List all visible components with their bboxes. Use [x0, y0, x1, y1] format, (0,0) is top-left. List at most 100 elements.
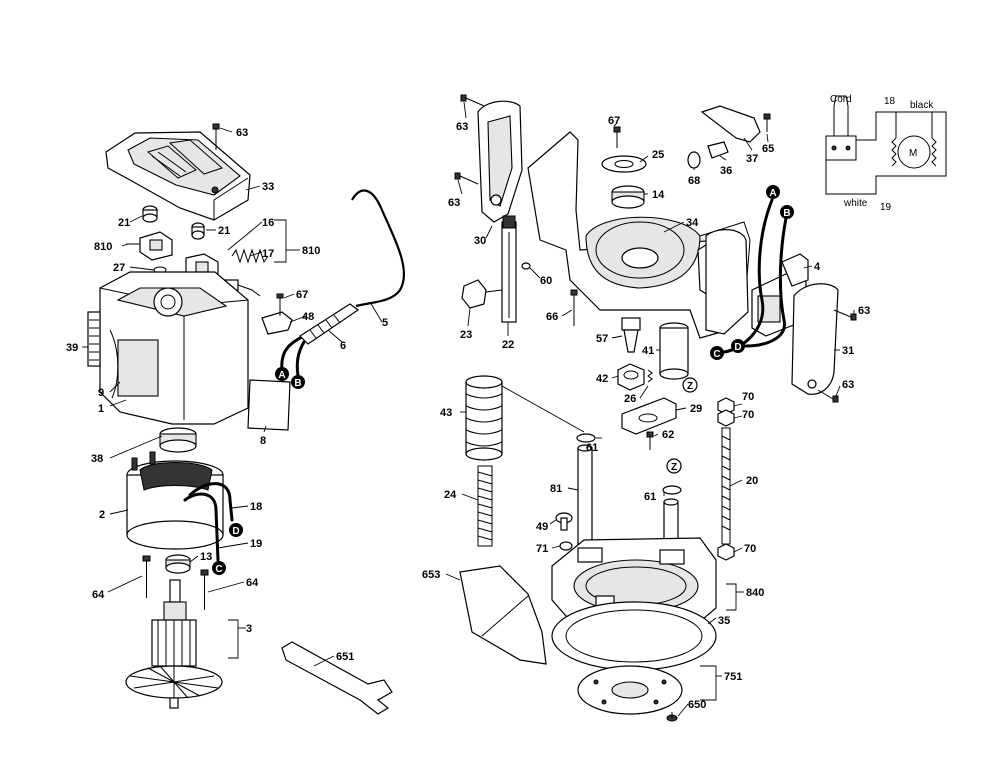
label-1: 1 — [98, 403, 104, 415]
label-63-cover-bottom: 63 — [842, 379, 854, 391]
marker-B-right: B — [780, 205, 794, 219]
label-43: 43 — [440, 407, 452, 419]
screw-64-left — [142, 555, 151, 598]
label-66: 66 — [546, 311, 558, 323]
marker-Z-upper: Z — [682, 377, 698, 393]
svg-text:A: A — [278, 370, 285, 381]
wiring-schematic — [825, 95, 947, 195]
wiring-motor-label: M — [909, 148, 917, 159]
armature-3 — [125, 579, 223, 709]
label-63-handle-top: 63 — [456, 121, 468, 133]
label-2: 2 — [99, 509, 105, 521]
screw-67-top — [613, 126, 621, 148]
collet-nut-42 — [617, 363, 645, 391]
marker-B-left: B — [291, 375, 305, 389]
sub-base-751 — [577, 665, 683, 715]
bearing-cover-25 — [601, 155, 647, 173]
power-cord-5 — [351, 189, 405, 308]
screw-63-cover-top — [833, 309, 857, 321]
label-70-middle: 70 — [742, 409, 754, 421]
brush-cap-21-side — [191, 222, 205, 240]
bearing-14 — [611, 185, 645, 209]
label-19: 19 — [250, 538, 262, 550]
svg-text:D: D — [232, 526, 239, 537]
bearing-38 — [159, 427, 197, 453]
label-651: 651 — [336, 651, 354, 663]
label-14: 14 — [652, 189, 665, 201]
marker-Z-lower: Z — [666, 458, 682, 474]
screw-650 — [666, 712, 678, 722]
spring-24 — [477, 465, 493, 547]
brush-holder-810-left — [126, 231, 173, 261]
label-27: 27 — [113, 262, 125, 274]
marker-A-right: A — [766, 185, 780, 199]
base-plate-35 — [551, 601, 717, 671]
threaded-rod-20 — [721, 427, 731, 545]
label-70-bottom: 70 — [744, 543, 756, 555]
label-653: 653 — [422, 569, 440, 581]
marker-D-switch: D — [731, 339, 745, 353]
nut-36 — [707, 141, 729, 159]
label-3: 3 — [246, 623, 252, 635]
label-48: 48 — [302, 311, 314, 323]
top-cover-part — [105, 131, 251, 221]
label-8: 8 — [260, 435, 266, 447]
label-34: 34 — [686, 217, 699, 229]
svg-text:B: B — [294, 378, 301, 389]
screw-63-handle-top — [460, 94, 485, 107]
label-36: 36 — [720, 165, 732, 177]
label-17: 17 — [262, 248, 274, 260]
sleeve-41 — [659, 322, 689, 380]
wiring-cord-label: Cord — [830, 94, 852, 105]
label-16: 16 — [262, 217, 274, 229]
latch-plate-29 — [621, 397, 677, 435]
handle-30 — [477, 100, 523, 223]
label-25: 25 — [652, 149, 664, 161]
marker-C-switch: C — [710, 346, 724, 360]
label-30: 30 — [474, 235, 486, 247]
svg-text:C: C — [713, 349, 720, 360]
label-38: 38 — [91, 453, 103, 465]
label-41: 41 — [642, 345, 654, 357]
screw-63-handle-bottom — [454, 172, 479, 185]
marker-C-stator: C — [212, 561, 226, 575]
label-63-handle-bottom: 63 — [448, 197, 460, 209]
label-24: 24 — [444, 489, 457, 501]
label-4: 4 — [814, 261, 821, 273]
label-61-right: 61 — [644, 491, 656, 503]
screw-63-top — [212, 123, 220, 150]
label-6: 6 — [340, 340, 346, 352]
label-64-right: 64 — [246, 577, 259, 589]
label-810-left: 810 — [94, 241, 112, 253]
label-26: 26 — [624, 393, 636, 405]
marker-D-stator: D — [229, 523, 243, 537]
motor-housing-part — [99, 271, 249, 425]
label-67-top: 67 — [608, 115, 620, 127]
label-37: 37 — [746, 153, 758, 165]
switch-4 — [751, 253, 809, 337]
wiring-18-label: 18 — [884, 96, 896, 107]
knob-23 — [461, 279, 487, 309]
screw-65 — [763, 113, 771, 132]
label-61-left: 61 — [586, 442, 598, 454]
label-31: 31 — [842, 345, 854, 357]
screw-63-cover-bottom — [817, 389, 839, 403]
wiring-19-label: 19 — [880, 202, 892, 213]
depth-rod-22 — [501, 215, 517, 323]
label-29: 29 — [690, 403, 702, 415]
nut-70-top — [717, 397, 735, 415]
label-33: 33 — [262, 181, 274, 193]
stator-field-2 — [126, 451, 234, 562]
label-68: 68 — [688, 175, 700, 187]
svg-text:C: C — [215, 564, 222, 575]
label-5: 5 — [382, 317, 388, 329]
screw-66 — [570, 289, 578, 326]
label-65: 65 — [762, 143, 774, 155]
nut-70-middle — [717, 409, 735, 427]
brush-cap-21-top — [142, 205, 158, 223]
label-13: 13 — [200, 551, 212, 563]
screw-64-right — [200, 569, 209, 610]
label-9: 9 — [98, 387, 104, 399]
nut-70-bottom — [717, 543, 735, 561]
